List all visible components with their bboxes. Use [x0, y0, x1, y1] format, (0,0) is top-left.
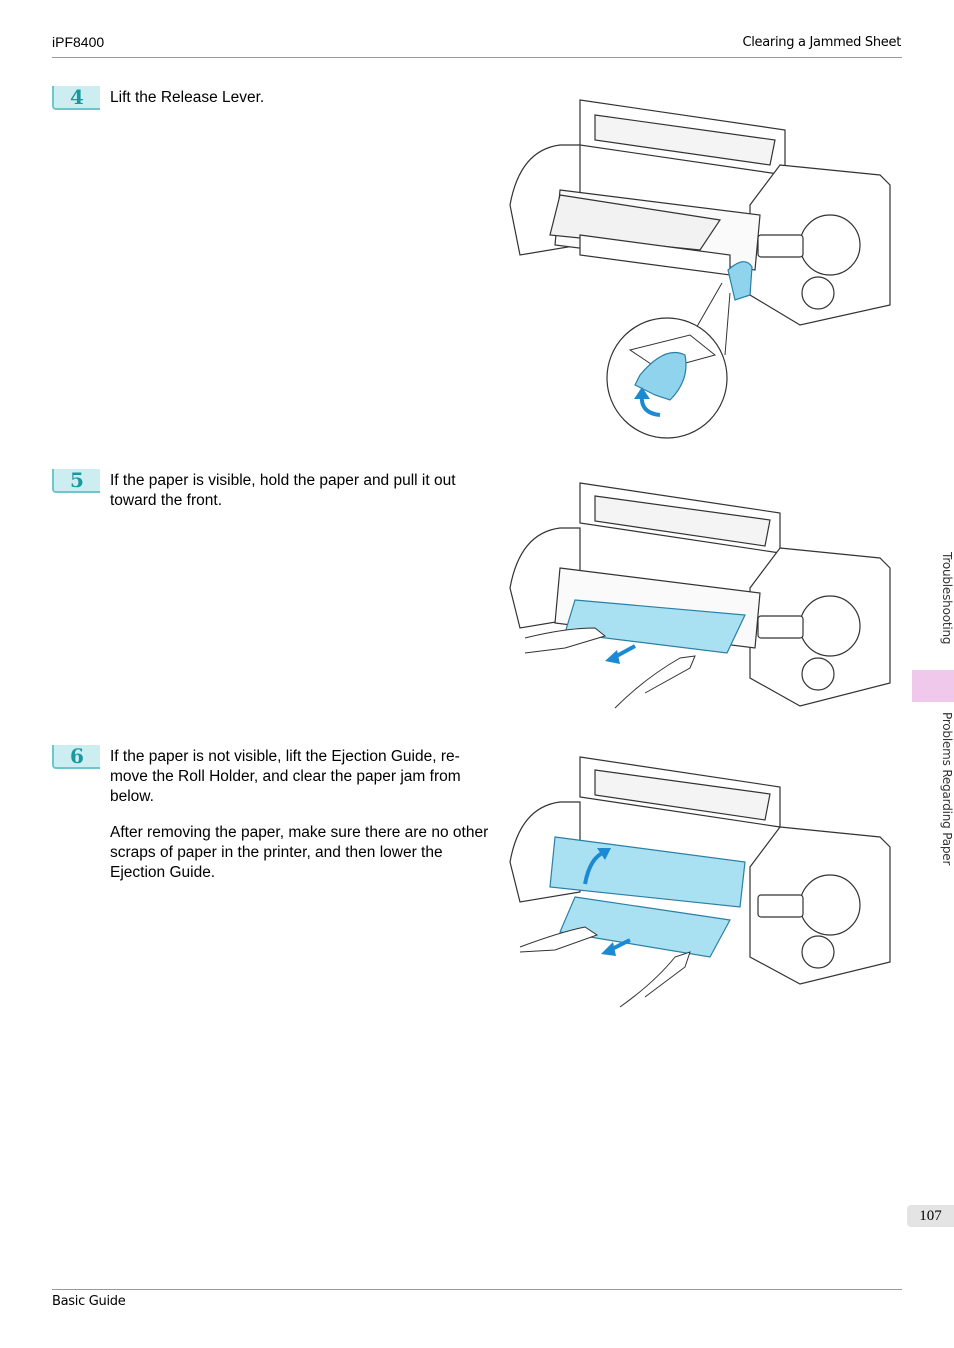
step-4-text: Lift the Release Lever. — [110, 88, 490, 124]
step-5-text: If the paper is visible, hold the paper … — [110, 471, 490, 527]
header-divider — [52, 57, 902, 58]
step-number-5: 5 — [52, 469, 100, 493]
step-number-6: 6 — [52, 745, 100, 769]
step-6-paragraph-2: After removing the paper, make sure ther… — [110, 824, 489, 881]
step-number-4: 4 — [52, 86, 100, 110]
footer-divider — [52, 1289, 902, 1290]
section-title: Clearing a Jammed Sheet — [742, 35, 901, 50]
step-6-text: If the paper is not visible, lift the Ej… — [110, 747, 490, 899]
ejection-guide-illustration — [509, 756, 891, 1008]
footer-guide-name: Basic Guide — [52, 1294, 126, 1309]
side-tab-problems-regarding-paper[interactable]: Problems Regarding Paper — [940, 712, 954, 866]
pull-paper-illustration — [509, 482, 891, 709]
model-name: iPF8400 — [52, 34, 105, 50]
step-4-paragraph: Lift the Release Lever. — [110, 89, 265, 106]
side-tab-marker — [912, 670, 954, 702]
side-tab-troubleshooting[interactable]: Troubleshooting — [940, 552, 954, 645]
page-number: 107 — [907, 1205, 954, 1227]
step-6-paragraph-1: If the paper is not visible, lift the Ej… — [110, 748, 461, 805]
release-lever-illustration — [509, 99, 891, 439]
step-5-paragraph: If the paper is visible, hold the paper … — [110, 472, 456, 509]
